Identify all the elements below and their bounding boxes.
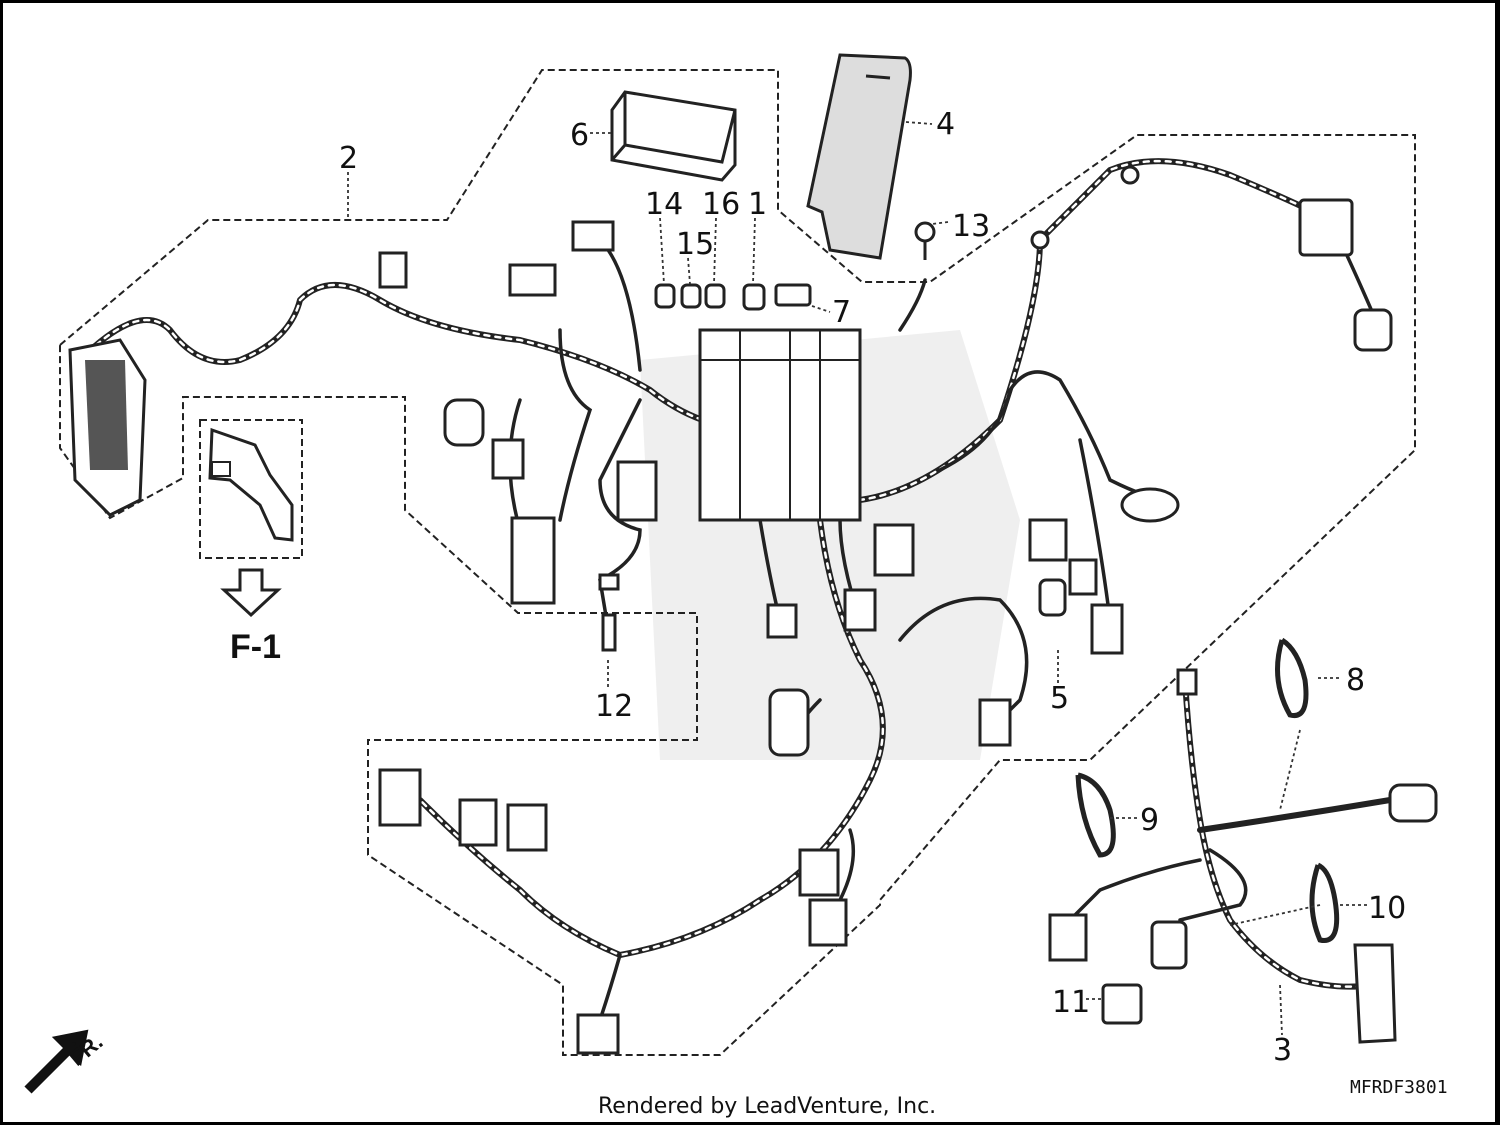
callout-3: 3 <box>1273 1033 1292 1068</box>
callout-12: 12 <box>595 689 633 724</box>
callout-8: 8 <box>1346 663 1365 698</box>
sub-harness-part-3 <box>1048 668 1438 1044</box>
credit-text: Rendered by LeadVenture, Inc. <box>598 1094 936 1119</box>
callout-leaders <box>347 121 1368 1036</box>
callout-11: 11 <box>1052 985 1090 1020</box>
f1-arrow <box>220 568 282 618</box>
f1-bracket <box>208 427 294 542</box>
callout-10: 10 <box>1368 891 1406 926</box>
small-caps <box>654 221 936 311</box>
drawing-code: MFRDF3801 <box>1350 1077 1448 1098</box>
callout-4: 4 <box>936 107 955 142</box>
harness-connectors <box>68 165 1393 1055</box>
callout-15: 15 <box>676 227 714 262</box>
callout-13: 13 <box>952 209 990 244</box>
part-4-foam-pad <box>806 53 912 260</box>
front-arrow-icon <box>24 1029 89 1094</box>
callout-1: 1 <box>748 187 767 222</box>
callout-2: 2 <box>339 141 358 176</box>
part-6-relay-box <box>610 90 737 182</box>
clamps <box>1075 637 1340 943</box>
callout-9: 9 <box>1140 803 1159 838</box>
reference-label: F-1 <box>230 628 281 666</box>
callout-5: 5 <box>1050 681 1069 716</box>
callout-6: 6 <box>570 118 589 153</box>
callout-14: 14 <box>645 187 683 222</box>
callout-labels: 1 2 3 4 5 6 7 8 9 10 11 12 13 14 15 16 F… <box>64 107 1447 1119</box>
callout-16: 16 <box>702 187 740 222</box>
callout-7: 7 <box>832 295 851 330</box>
group-outline-main-harness <box>59 69 1416 1056</box>
group-outline-f1 <box>199 419 303 559</box>
